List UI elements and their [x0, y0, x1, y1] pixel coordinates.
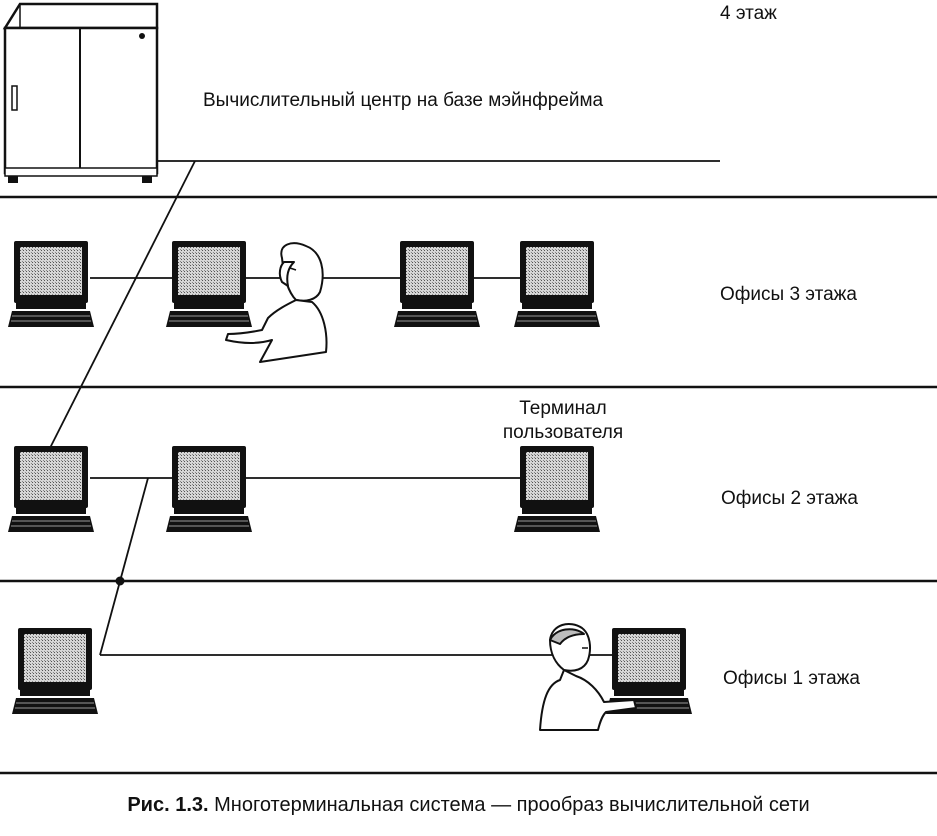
terminal-icon — [394, 241, 480, 327]
mainframe-icon — [2, 2, 159, 183]
label-floor3: Офисы 3 этажа — [720, 284, 857, 305]
terminal-icon — [514, 446, 600, 532]
label-user-terminal-line2: пользователя — [502, 422, 624, 443]
label-user-terminal-line1: Терминал — [519, 398, 607, 419]
label-floor1: Офисы 1 этажа — [723, 668, 860, 689]
caption-text: Многотерминальная система — прообраз выч… — [214, 794, 810, 816]
terminal-icon — [8, 446, 94, 532]
terminal-icon — [8, 241, 94, 327]
cable-mainframe-riser — [49, 160, 196, 449]
user-icon — [539, 623, 637, 731]
cable-junction — [115, 576, 125, 586]
label-floor2: Офисы 2 этажа — [721, 488, 858, 509]
label-floor4: 4 этаж — [720, 3, 777, 24]
figure-caption: Рис. 1.3. Многотерминальная система — пр… — [0, 793, 937, 817]
label-mainframe-center: Вычислительный центр на базе мэйнфрейма — [203, 90, 604, 111]
terminal-icon — [12, 628, 98, 714]
floor-separators — [0, 195, 937, 775]
terminal-icon — [514, 241, 600, 327]
terminal-icon — [166, 241, 252, 327]
terminal-icon — [166, 446, 252, 532]
user-icon — [225, 242, 328, 363]
cable-floor2-branch — [99, 477, 149, 656]
caption-prefix: Рис. 1.3. — [127, 794, 209, 816]
